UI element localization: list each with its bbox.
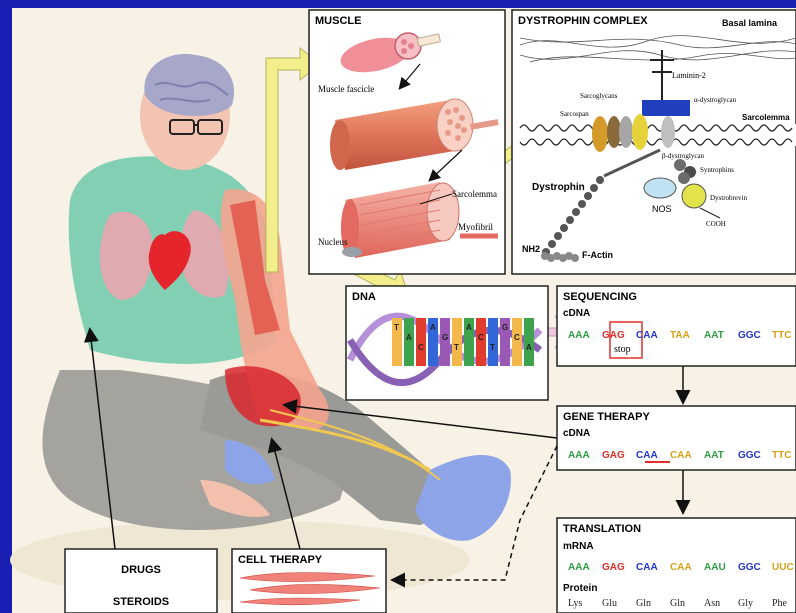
base-letter: T [394, 323, 399, 332]
codon: GAG [602, 330, 625, 341]
base-letter: A [430, 323, 436, 332]
drugs-title: DRUGS [121, 564, 161, 576]
sequencing-panel: SEQUENCING cDNA AAA GAG CAA TAA AAT GGC TTC st… [557, 286, 796, 366]
steroids-label: STEROIDS [113, 596, 169, 608]
codon: AAA [568, 562, 590, 573]
codon: AAA [568, 450, 590, 461]
muscle-panel: MUSCLE Muscle fascicle Sarcolemma [309, 10, 505, 274]
codon: GGC [738, 562, 761, 573]
codon: GAG [602, 450, 625, 461]
base-pair [404, 318, 414, 366]
myofibril-label: Myofibril [458, 222, 493, 232]
fascicle-label: Muscle fascicle [318, 84, 374, 94]
dystrophin-panel: DYSTROPHIN COMPLEX Basal lamina Laminin-… [512, 10, 796, 274]
base-letter: T [490, 343, 495, 352]
sarcolemma-membrane-label: Sarcolemma [742, 113, 790, 122]
codon: TTC [772, 450, 791, 461]
amino-acid: Glu [602, 598, 617, 609]
base-letter: C [478, 333, 484, 342]
base-letter: A [466, 323, 472, 332]
base-pair [512, 318, 522, 366]
beta-dg-label: β-dystroglycan [662, 152, 705, 160]
base-pair [488, 318, 498, 366]
base-letter: G [442, 333, 448, 342]
codon: AAA [568, 330, 590, 341]
codon: AAU [704, 562, 726, 573]
sarcoglycans-label: Sarcoglycans [580, 92, 618, 100]
cell-therapy-panel: CELL THERAPY [232, 549, 386, 613]
codon: CAA [636, 330, 658, 341]
codon: AAT [704, 330, 724, 341]
nh2-label: NH2 [522, 244, 540, 254]
codon: UUC [772, 562, 794, 573]
stop-label: stop [614, 344, 631, 355]
sarcospan-label: Sarcospan [560, 110, 589, 118]
base-pair [524, 318, 534, 366]
laminin-label: Laminin-2 [672, 71, 706, 80]
base-letter: C [514, 333, 520, 342]
gene-therapy-title: GENE THERAPY [563, 411, 650, 423]
codon: CAA [636, 562, 658, 573]
drugs-panel: DRUGS STEROIDS [65, 549, 217, 613]
amino-acid: Phe [772, 598, 788, 609]
base-pair [440, 318, 450, 366]
gene-therapy-sub: cDNA [563, 428, 590, 439]
amino-acid: Gly [738, 598, 753, 609]
codon: GGC [738, 450, 761, 461]
base-letter: A [406, 333, 412, 342]
sequencing-sub: cDNA [563, 308, 590, 319]
amino-acid: Asn [704, 598, 720, 609]
factin-label: F-Actin [582, 250, 613, 260]
nos-label: NOS [652, 204, 672, 214]
gene-therapy-panel: GENE THERAPY cDNA AAA GAG CAA CAA AAT GGC TTC [557, 406, 796, 470]
syntrophins-label: Syntrophins [700, 166, 734, 174]
base-letter: C [418, 343, 424, 352]
codon: TTC [772, 330, 791, 341]
codon: CAA [670, 450, 692, 461]
cell-therapy-title: CELL THERAPY [238, 554, 323, 566]
muscle-title: MUSCLE [315, 15, 361, 27]
alpha-dg-label: α-dystroglycan [694, 96, 737, 104]
codon: GGC [738, 330, 761, 341]
codon: GAG [602, 562, 625, 573]
codon: AAT [704, 450, 724, 461]
amino-acid: Lys [568, 598, 583, 609]
amino-acid: Gln [636, 598, 651, 609]
translation-title: TRANSLATION [563, 523, 641, 535]
codon: TAA [670, 330, 690, 341]
base-pair [416, 318, 426, 366]
base-letter: G [502, 323, 508, 332]
dystrophin-title: DYSTROPHIN COMPLEX [518, 15, 648, 27]
basal-lamina-label: Basal lamina [722, 18, 778, 28]
dystrophin-label: Dystrophin [532, 182, 585, 193]
nucleus-label: Nucleus [318, 237, 348, 247]
base-pair [476, 318, 486, 366]
base-letter: A [526, 343, 532, 352]
base-letter: T [454, 343, 459, 352]
dystrobrevin-label: Dystrobrevin [710, 194, 747, 202]
translation-sub: mRNA [563, 541, 594, 552]
base-pair [452, 318, 462, 366]
translation-panel: TRANSLATION mRNA AAA GAG CAA CAA AAU GGC UUC P… [557, 518, 796, 613]
sequencing-title: SEQUENCING [563, 291, 637, 303]
dna-title: DNA [352, 291, 376, 303]
sarcolemma-label: Sarcolemma [452, 189, 497, 199]
codon: CAA [636, 450, 658, 461]
cooh-label: COOH [706, 220, 726, 228]
codon: CAA [670, 562, 692, 573]
protein-label: Protein [563, 583, 597, 594]
amino-acid: Gln [670, 598, 685, 609]
